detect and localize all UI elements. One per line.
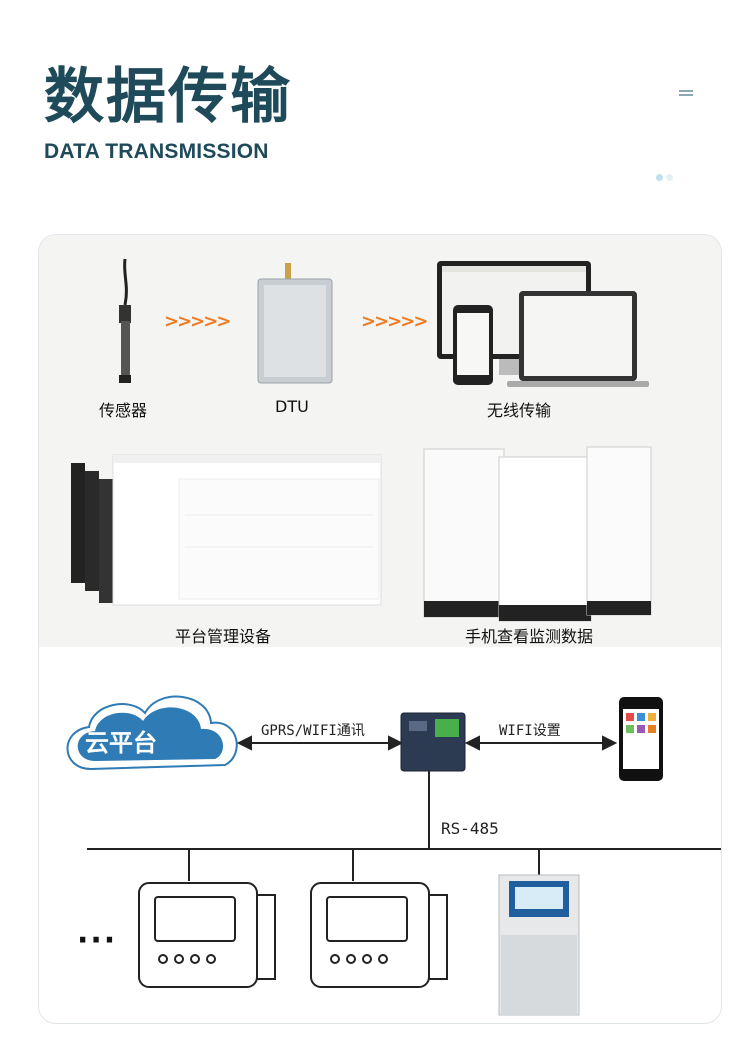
flow-arrow-2: >>>>> bbox=[361, 311, 428, 332]
page-subtitle: DATA TRANSMISSION bbox=[44, 140, 269, 163]
illustration-layer bbox=[66, 258, 721, 1016]
pager-dots bbox=[656, 166, 676, 185]
bus-label: RS-485 bbox=[441, 819, 499, 838]
pager-dot-2 bbox=[666, 174, 673, 181]
screen-label-platform: 平台管理设备 bbox=[175, 627, 272, 646]
gateway-module-icon bbox=[400, 712, 466, 772]
step-label-sensor: 传感器 bbox=[99, 401, 148, 420]
control-cabinet-icon bbox=[498, 874, 580, 1016]
step-label-wireless: 无线传输 bbox=[487, 401, 552, 420]
step-label-dtu: DTU bbox=[275, 397, 309, 416]
menu-icon bbox=[679, 90, 693, 98]
devices-icon bbox=[437, 261, 649, 387]
flow-arrow-1: >>>>> bbox=[164, 311, 231, 332]
meter-device-icon-2 bbox=[310, 882, 448, 988]
ellipsis-more-devices: ··· bbox=[77, 923, 118, 958]
page-title: 数据传输 bbox=[44, 62, 292, 132]
sensor-probe-icon bbox=[119, 258, 131, 383]
connection-lines bbox=[87, 735, 721, 881]
meter-device-icon-1 bbox=[138, 882, 276, 988]
dtu-device-icon bbox=[257, 263, 333, 384]
screen-label-phone: 手机查看监测数据 bbox=[465, 627, 594, 646]
link-label-gprs: GPRS/WIFI通讯 bbox=[261, 723, 365, 739]
transmission-card: 传感器 DTU 无线传输 >>>>> >>>>> 平台管理设备 手机查看监测数据… bbox=[38, 234, 722, 1024]
link-label-wifi: WIFI设置 bbox=[499, 723, 561, 739]
cloud-icon bbox=[66, 695, 238, 771]
cloud-label: 云平台 bbox=[85, 729, 157, 757]
platform-screenshot-icon bbox=[71, 454, 382, 606]
phone-screenshot-icon bbox=[423, 446, 652, 622]
smartphone-icon bbox=[619, 697, 663, 781]
pager-dot-1 bbox=[656, 174, 663, 181]
